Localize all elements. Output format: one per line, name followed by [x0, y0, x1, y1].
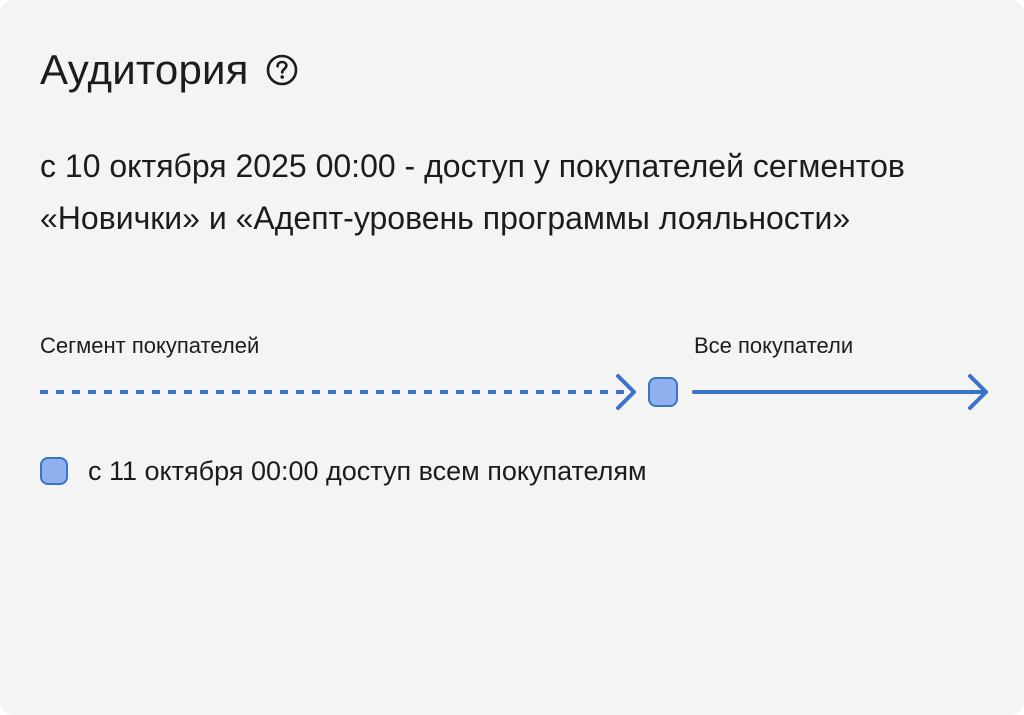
switch-point-marker — [648, 377, 678, 407]
timeline-start-label: Сегмент покупателей — [40, 333, 260, 358]
legend: с 11 октября 00:00 доступ всем покупател… — [40, 454, 647, 488]
access-timeline — [40, 374, 988, 410]
question-circle-icon[interactable] — [265, 53, 299, 87]
timeline-end-label: Все покупатели — [694, 333, 854, 358]
legend-marker — [40, 457, 68, 485]
audience-description: с 10 октября 2025 00:00 - доступ у покуп… — [40, 148, 905, 236]
segment-arrow-head — [616, 374, 636, 410]
legend-text: с 11 октября 00:00 доступ всем покупател… — [88, 456, 647, 486]
card-title: Аудитория — [40, 46, 249, 93]
title-row: Аудитория — [40, 44, 299, 96]
all-customers-arrow-head — [968, 374, 988, 410]
